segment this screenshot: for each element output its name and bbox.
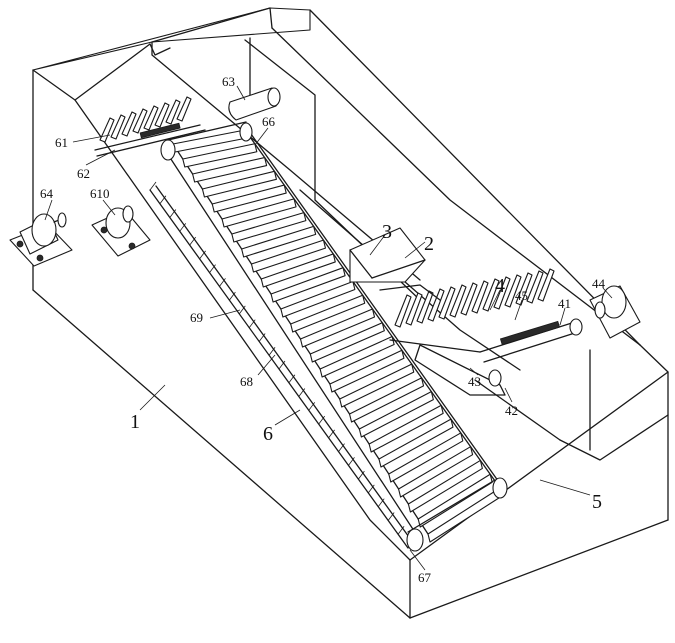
screw-tooth (388, 512, 394, 520)
label-2: 2 (424, 233, 434, 255)
screw-tooth (170, 210, 176, 218)
roller-top-left (161, 140, 175, 160)
label-41: 41 (558, 296, 571, 311)
shredder-fin-top (111, 115, 125, 139)
label-66: 66 (262, 114, 276, 129)
screw-tooth (200, 251, 206, 259)
screw-tooth (358, 471, 364, 479)
screw-tooth (180, 223, 186, 231)
label-42: 42 (505, 403, 518, 418)
label-45: 45 (515, 288, 528, 303)
label-610: 610 (90, 186, 110, 201)
label-5: 5 (592, 491, 602, 513)
roller-43-shaft (390, 340, 480, 352)
screw-tooth (339, 444, 345, 452)
shredder-fin-top (133, 109, 147, 133)
screw-tooth (210, 265, 216, 273)
shredder-fin-top (100, 118, 114, 142)
shredder-fin-top (155, 103, 169, 127)
shredder-section-4 (390, 269, 582, 395)
label-68: 68 (240, 374, 253, 389)
screw-tooth (229, 292, 235, 300)
label-62: 62 (77, 166, 90, 181)
screw-tooth (348, 457, 354, 465)
label-63: 63 (222, 74, 235, 89)
motor-44 (590, 286, 640, 338)
roller-67 (407, 529, 423, 551)
screw-tooth (368, 485, 374, 493)
motor-610 (92, 206, 150, 256)
housing-outline (33, 8, 668, 618)
label-3: 3 (382, 221, 392, 243)
screw-tooth (239, 306, 245, 314)
label-44: 44 (592, 276, 606, 291)
conveyor-slat (301, 309, 375, 347)
screw-tooth (259, 333, 265, 341)
screw-tooth (269, 347, 275, 355)
label-1: 1 (130, 411, 140, 433)
shredder-fin-top (166, 100, 180, 124)
roller-66 (240, 123, 252, 141)
screw-tooth (319, 416, 325, 424)
screw-tooth (329, 430, 335, 438)
roller-43 (489, 370, 501, 386)
label-64: 64 (40, 186, 54, 201)
label-67: 67 (418, 570, 432, 585)
label-61: 61 (55, 135, 68, 150)
screw-tooth (299, 389, 305, 397)
screw-tooth (309, 402, 315, 410)
screw-tooth (160, 196, 166, 204)
roller-bottom-right (493, 478, 507, 498)
screw-tooth (190, 237, 196, 245)
inclined-conveyor (150, 122, 507, 551)
shredder-fin-top (122, 112, 136, 136)
label-69: 69 (190, 310, 203, 325)
screw-tooth (150, 182, 156, 190)
screw-tooth (378, 499, 384, 507)
shredder-fin-top (177, 97, 191, 121)
screw-tooth (398, 526, 404, 534)
motor-64 (10, 213, 72, 266)
screw-tooth (219, 278, 225, 286)
label-43: 43 (468, 374, 481, 389)
screw-tooth (289, 375, 295, 383)
screw-tooth (279, 361, 285, 369)
roller-41-end (570, 319, 582, 335)
screw-tooth (249, 320, 255, 328)
label-6: 6 (263, 423, 273, 445)
shredder-fin-top (144, 106, 158, 130)
label-4: 4 (495, 275, 505, 297)
internal-partition (152, 38, 520, 370)
